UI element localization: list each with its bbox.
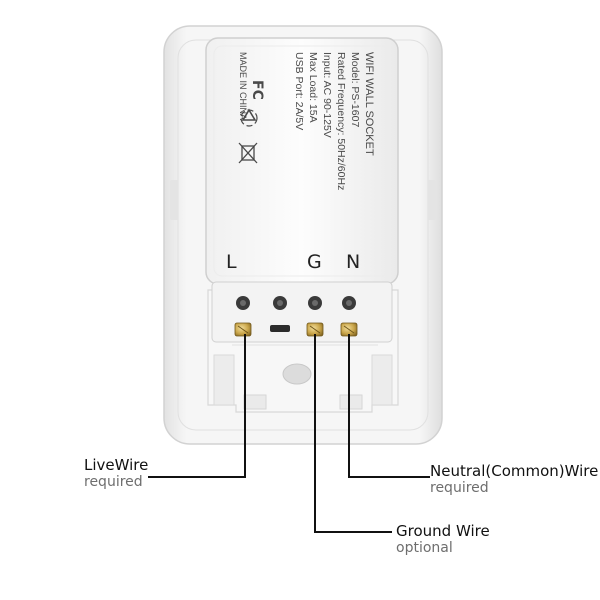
terminal-letter-ground: G (307, 251, 322, 273)
spec-line-usb: USB Port: 2A/5V (293, 52, 305, 130)
callout-neutral: Neutral(Common)Wire required (430, 462, 598, 497)
live-wire-line (148, 334, 246, 478)
relay-module (205, 37, 399, 285)
ground-wire-line (314, 334, 392, 533)
terminal-letter-live: L (226, 251, 237, 273)
callout-live-note: required (84, 474, 143, 490)
device-spec-label: WIFI WALL SOCKET Model: PS-1607 Rated Fr… (238, 52, 375, 190)
callout-neutral-title: Neutral(Common)Wire (430, 462, 599, 480)
callout-ground: Ground Wire optional (396, 522, 490, 557)
spec-line-model: Model: PS-1607 (349, 52, 361, 127)
terminal-letter-neutral: N (346, 251, 360, 273)
terminal-screws-top (236, 296, 356, 310)
neutral-wire-line (348, 334, 430, 478)
callout-live-title: LiveWire (84, 456, 149, 474)
spec-made-in: MADE IN CHINA (238, 52, 248, 120)
terminal-clamps (234, 322, 358, 337)
callout-ground-note: optional (396, 540, 453, 556)
weee-bin-icon (238, 142, 258, 164)
fcc-mark-icon: FC (249, 80, 265, 100)
spec-line-frequency: Rated Frequency: 50Hz/60Hz (335, 52, 347, 190)
spec-line-title: WIFI WALL SOCKET (363, 52, 375, 156)
wire-leaders (148, 334, 430, 533)
callout-ground-title: Ground Wire (396, 522, 490, 540)
spec-line-input: Input: AC 90-125V (321, 52, 333, 138)
spec-line-max-load: Max Load: 15A (307, 52, 319, 123)
callout-neutral-note: required (430, 480, 489, 496)
callout-live: LiveWire required (84, 456, 148, 491)
terminal-block (211, 281, 393, 343)
recycle-icon (240, 108, 258, 127)
svg-text:FC: FC (249, 80, 265, 100)
